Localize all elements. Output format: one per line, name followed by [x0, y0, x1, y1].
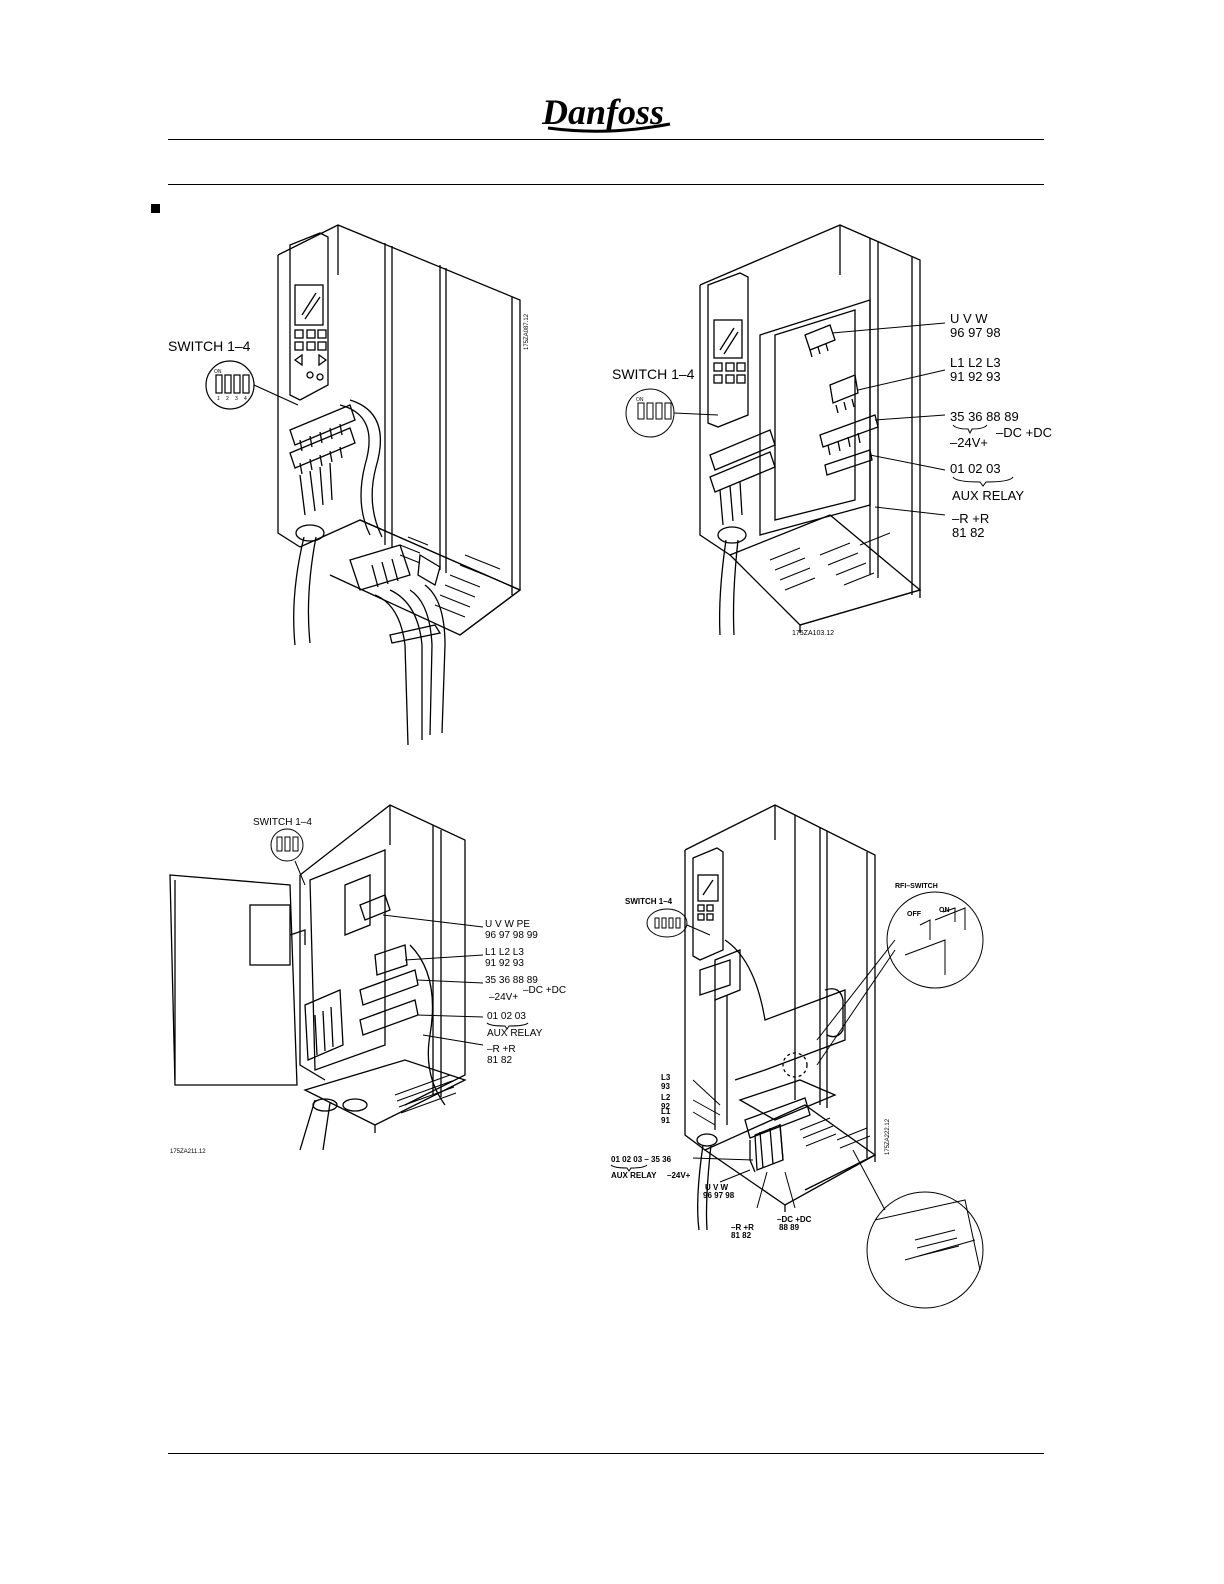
fig4-code: 175ZA222.12: [885, 1118, 891, 1155]
fig4-rfi-on: ON: [939, 907, 950, 914]
fig1-dip-num: 3: [235, 396, 238, 402]
fig4-93: 93: [661, 1082, 670, 1091]
fig3-aux-name: AUX RELAY: [487, 1028, 543, 1039]
logo-text: Danfoss: [541, 92, 664, 132]
fig1-dip-num: 4: [244, 396, 247, 402]
figure-4-drawing: SWITCH 1–4 RFI–SWITCH OFF ON L3 93 L2 92…: [610, 804, 984, 1309]
fig3-dc-nums: 35 36 88 89: [485, 975, 538, 986]
fig4-aux-nums: 01 02 03 – 35 36: [611, 1155, 672, 1164]
fig3-dc-24: –24V+: [489, 992, 518, 1003]
fig4-24v: –24V+: [667, 1171, 691, 1180]
fig2-dip-on: ON: [636, 397, 644, 403]
fig3-uvw-names: U V W PE: [485, 919, 530, 930]
fig1-dip-on: ON: [214, 369, 222, 375]
fig4-l3: L3: [661, 1073, 671, 1082]
fig2-dc-nums: 35 36 88 89: [950, 409, 1019, 424]
footer-rule: [168, 1453, 1044, 1454]
fig1-dip-num: 1: [217, 396, 220, 402]
fig4-91: 91: [661, 1116, 670, 1125]
fig2-r-nums: 81 82: [952, 525, 985, 540]
section-bullet: [151, 204, 160, 213]
fig4-r-nums: 81 82: [731, 1231, 752, 1240]
fig3-r-names: –R +R: [487, 1044, 516, 1055]
fig3-switch-label: SWITCH 1–4: [253, 817, 312, 828]
fig4-l2: L2: [661, 1093, 671, 1102]
fig3-uvw-nums: 96 97 98 99: [485, 930, 538, 941]
fig2-l-names: L1 L2 L3: [950, 355, 1001, 370]
fig2-uvw-names: U V W: [950, 311, 988, 326]
fig2-l-nums: 91 92 93: [950, 369, 1001, 384]
fig1-switch-label: SWITCH 1–4: [168, 338, 251, 354]
danfoss-logo: Danfoss: [540, 86, 676, 136]
fig4-uvw-names: U V W: [705, 1183, 729, 1192]
fig2-r-names: –R +R: [952, 511, 989, 526]
fig4-rfi-off: OFF: [907, 911, 922, 918]
fig4-aux-name: AUX RELAY: [611, 1171, 657, 1180]
fig4-uvw-nums: 96 97 98: [703, 1191, 735, 1200]
fig3-aux-nums: 01 02 03: [487, 1011, 526, 1022]
fig4-rfi-label: RFI–SWITCH: [895, 883, 938, 890]
fig2-uvw-nums: 96 97 98: [950, 325, 1001, 340]
fig2-dc-24: –24V+: [950, 435, 988, 450]
fig3-l-nums: 91 92 93: [485, 958, 524, 969]
fig3-code: 175ZA211.12: [170, 1149, 206, 1155]
header-rule-top: [168, 139, 1044, 140]
fig2-switch-label: SWITCH 1–4: [612, 366, 695, 382]
figure-3-drawing: SWITCH 1–4 U V W PE 96 97 98 99 L1 L2 L3…: [169, 804, 566, 1155]
fig2-aux-name: AUX RELAY: [952, 488, 1024, 503]
fig4-92: 92: [661, 1102, 670, 1111]
fig3-l-names: L1 L2 L3: [485, 947, 524, 958]
fig2-dc-names: –DC +DC: [996, 425, 1052, 440]
fig3-r-nums: 81 82: [487, 1055, 512, 1066]
fig4-dc-names: –DC +DC: [777, 1215, 812, 1224]
fig2-code: 175ZA103.12: [792, 630, 834, 637]
fig1-code: 175ZA087.12: [524, 313, 530, 350]
header-rule-bottom: [168, 184, 1044, 185]
fig4-switch-label: SWITCH 1–4: [625, 897, 673, 906]
fig3-dc-names: –DC +DC: [523, 985, 566, 996]
figure-2-drawing: ON SWITCH 1–4 U V W 96 97 98 L1 L2 L3 91…: [612, 224, 1052, 637]
fig1-dip-num: 2: [226, 396, 229, 402]
fig4-l1: L1: [661, 1107, 671, 1116]
fig4-r-names: –R +R: [731, 1223, 754, 1232]
fig4-dc-nums: 88 89: [779, 1223, 800, 1232]
fig2-aux-nums: 01 02 03: [950, 461, 1001, 476]
